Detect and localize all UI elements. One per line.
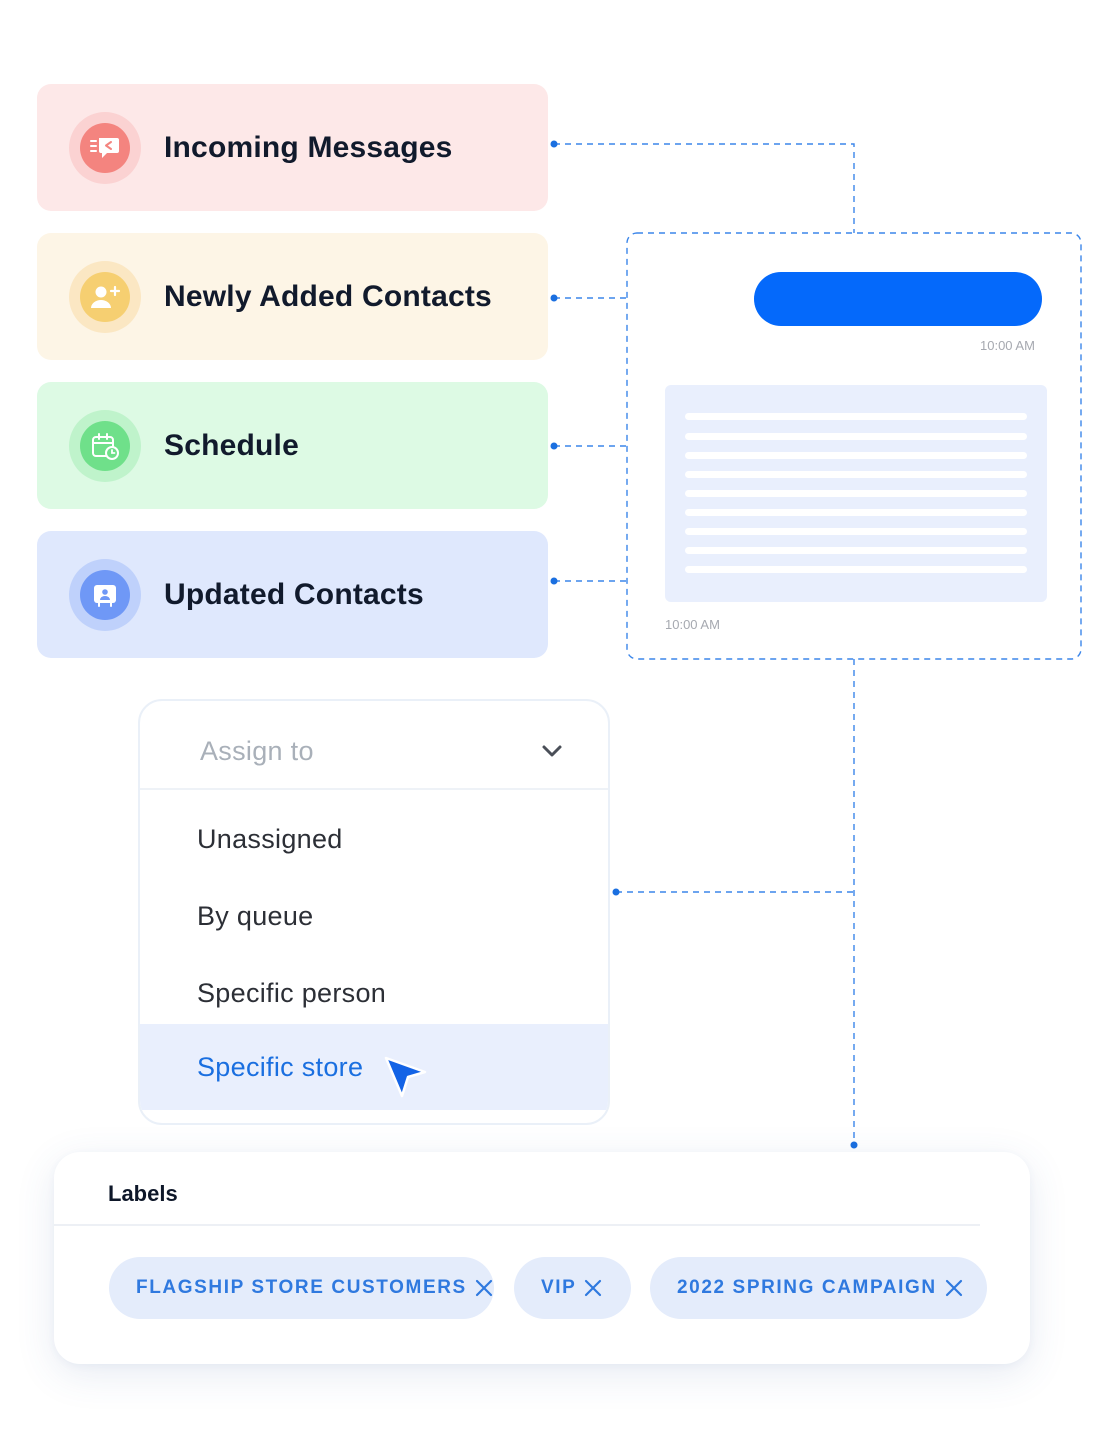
trigger-icon-ring [69,261,141,333]
chat-preview-frame [626,232,1082,660]
option-specific-store[interactable]: Specific store [140,1024,608,1110]
trigger-incoming-messages[interactable]: Incoming Messages [37,84,548,211]
calendar-clock-icon [92,433,119,460]
chevron-down-icon[interactable] [541,744,563,758]
remove-label-button[interactable] [584,1279,602,1297]
trigger-label: Newly Added Contacts [164,280,492,313]
connector-dot [550,140,558,148]
connector-dot [550,577,558,585]
received-message-time: 10:00 AM [665,617,720,632]
trigger-icon-ring [69,559,141,631]
sent-message-bubble [754,272,1042,326]
contact-card-icon [94,585,116,607]
label-chip-flagship: FLAGSHIP STORE CUSTOMERS [109,1257,494,1319]
received-message-card [665,385,1047,602]
mouse-cursor-icon [384,1056,427,1098]
option-by-queue[interactable]: By queue [197,901,314,931]
message-text-line [685,528,1027,535]
assign-to-select[interactable]: Assign to [140,701,608,790]
option-specific-person[interactable]: Specific person [197,978,387,1008]
labels-panel: Labels FLAGSHIP STORE CUSTOMERS VIP 2022… [54,1152,1030,1364]
trigger-label: Updated Contacts [164,578,424,611]
trigger-icon-ring [69,112,141,184]
message-text-line [685,471,1027,478]
trigger-label: Incoming Messages [164,131,453,164]
message-text-line [685,547,1027,554]
message-text-line [685,509,1027,516]
trigger-schedule[interactable]: Schedule [37,382,548,509]
message-text-line [685,566,1027,573]
close-icon[interactable] [475,1279,493,1297]
labels-title: Labels [108,1181,178,1206]
label-chip-text: 2022 SPRING CAMPAIGN [677,1277,937,1298]
chat-message-icon [90,138,119,158]
sent-message-time: 10:00 AM [980,338,1035,353]
assign-to-dropdown[interactable]: Assign to Unassigned By queue Specific p… [138,699,610,1125]
label-chip-vip: VIP [514,1257,631,1319]
assign-to-placeholder: Assign to [200,736,314,766]
labels-divider [54,1224,980,1226]
connector-dot [612,888,620,896]
message-text-line [685,490,1027,497]
trigger-label: Schedule [164,429,299,462]
connector-dot [850,1141,858,1149]
trigger-newly-added-contacts[interactable]: Newly Added Contacts [37,233,548,360]
label-chip-text: VIP [541,1277,577,1298]
close-icon[interactable] [945,1279,963,1297]
close-icon[interactable] [584,1279,602,1297]
connector-dot [550,442,558,450]
trigger-icon-ring [69,410,141,482]
label-chip-text: FLAGSHIP STORE CUSTOMERS [136,1277,467,1298]
remove-label-button[interactable] [475,1279,493,1297]
label-chip-spring-campaign: 2022 SPRING CAMPAIGN [650,1257,987,1319]
connector-dot [550,294,558,302]
message-text-line [685,452,1027,459]
trigger-updated-contacts[interactable]: Updated Contacts [37,531,548,658]
message-text-line [685,433,1027,440]
connector-incoming [554,143,855,233]
option-unassigned[interactable]: Unassigned [197,824,343,854]
remove-label-button[interactable] [945,1279,963,1297]
message-text-line [685,413,1027,420]
add-contact-icon [91,285,121,308]
